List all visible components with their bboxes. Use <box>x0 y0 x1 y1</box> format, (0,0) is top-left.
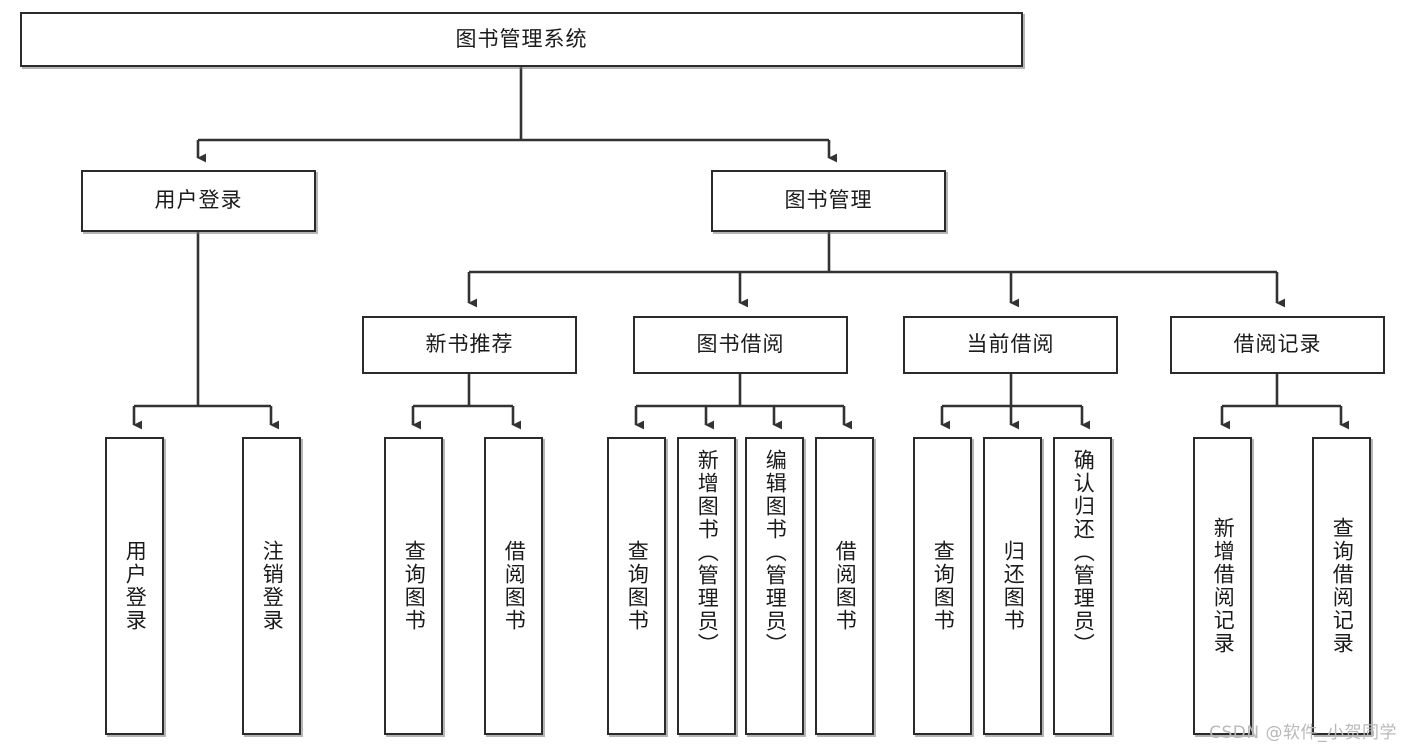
node-label: 当前借阅 <box>966 332 1055 357</box>
leaf-edit-book-admin[interactable]: 编辑图书（管理员） <box>745 437 804 735</box>
leaf-query-book-recommend[interactable]: 查询图书 <box>384 437 443 735</box>
leaf-add-borrow-record[interactable]: 新增借阅记录 <box>1193 437 1252 735</box>
node-borrow-record[interactable]: 借阅记录 <box>1170 316 1385 374</box>
node-book-borrow[interactable]: 图书借阅 <box>633 316 848 374</box>
node-label: 图书管理系统 <box>455 26 588 51</box>
leaf-user-login[interactable]: 用户登录 <box>105 437 164 735</box>
leaf-query-book-borrow[interactable]: 查询图书 <box>607 437 666 735</box>
node-label: 注销登录 <box>260 540 285 632</box>
node-label: 查询图书 <box>625 540 650 632</box>
node-label: 图书管理 <box>784 188 873 213</box>
node-label: 新书推荐 <box>425 332 514 357</box>
node-label: 查询借阅记录 <box>1330 517 1355 655</box>
node-label: 借阅图书 <box>502 540 527 632</box>
node-current-borrow[interactable]: 当前借阅 <box>903 316 1118 374</box>
node-label: 确认归还（管理员） <box>1071 449 1096 656</box>
node-user-login[interactable]: 用户登录 <box>81 170 316 232</box>
node-label: 查询图书 <box>402 540 427 632</box>
node-label: 图书借阅 <box>696 332 785 357</box>
node-label: 用户登录 <box>154 188 243 213</box>
leaf-confirm-return-admin[interactable]: 确认归还（管理员） <box>1053 437 1112 735</box>
leaf-borrow-book-recommend[interactable]: 借阅图书 <box>484 437 543 735</box>
leaf-query-borrow-record[interactable]: 查询借阅记录 <box>1312 437 1371 735</box>
leaf-borrow-book[interactable]: 借阅图书 <box>815 437 874 735</box>
node-new-book-recommend[interactable]: 新书推荐 <box>362 316 577 374</box>
node-label: 查询图书 <box>931 540 956 632</box>
leaf-logout[interactable]: 注销登录 <box>242 437 301 735</box>
csdn-watermark: CSDN @软件_小贺同学 <box>1209 723 1397 743</box>
leaf-return-book[interactable]: 归还图书 <box>983 437 1042 735</box>
leaf-add-book-admin[interactable]: 新增图书（管理员） <box>677 437 736 735</box>
node-label: 借阅记录 <box>1233 332 1322 357</box>
node-label: 借阅图书 <box>833 540 858 632</box>
leaf-query-book-current[interactable]: 查询图书 <box>913 437 972 735</box>
node-label: 新增借阅记录 <box>1211 517 1236 655</box>
node-book-management[interactable]: 图书管理 <box>711 170 946 232</box>
node-label: 归还图书 <box>1001 540 1026 632</box>
node-label: 用户登录 <box>123 540 148 632</box>
node-label: 编辑图书（管理员） <box>763 449 788 656</box>
node-label: 新增图书（管理员） <box>695 449 720 656</box>
node-root-book-management-system[interactable]: 图书管理系统 <box>20 12 1023 67</box>
